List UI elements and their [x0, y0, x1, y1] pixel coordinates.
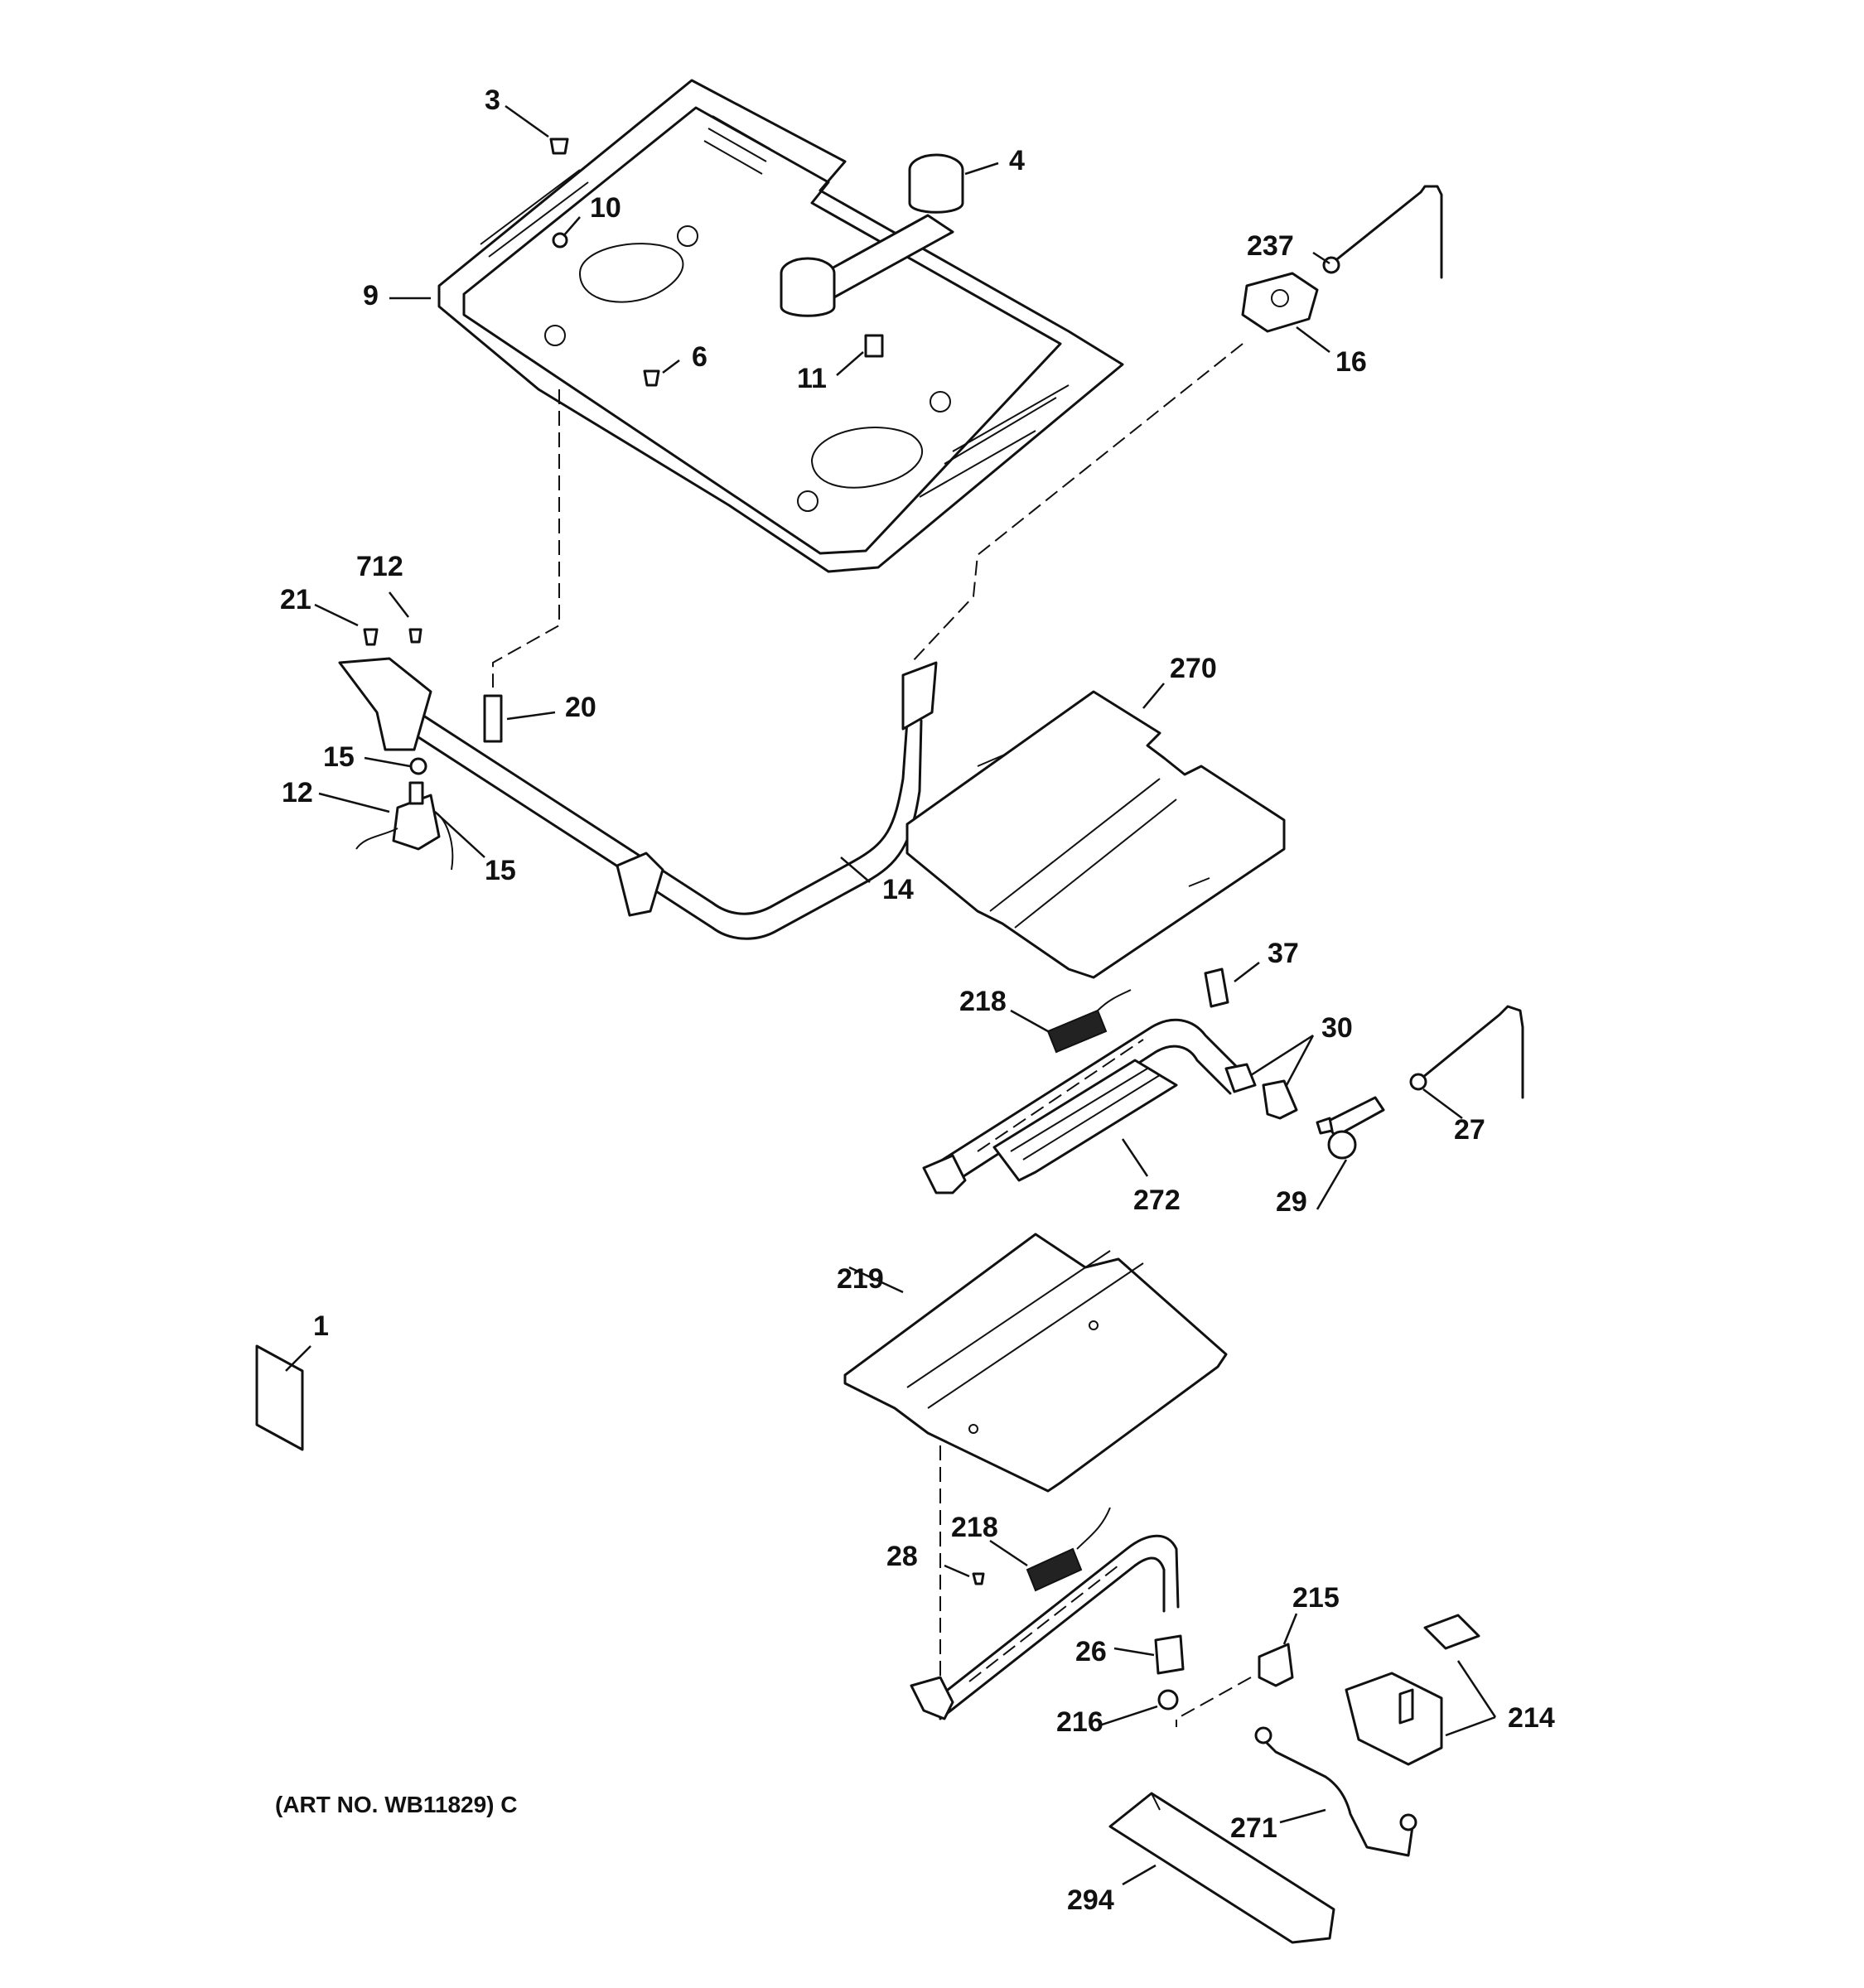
washer-part-216: [1157, 1689, 1179, 1711]
screw-part-6: [643, 369, 660, 387]
label-part-21: 21: [280, 584, 311, 615]
burner-channel-part-272: [992, 1059, 1178, 1182]
burner-cover-part-270: [905, 690, 1286, 979]
label-part-16: 16: [1335, 346, 1367, 378]
label-part-1: 1: [313, 1310, 329, 1342]
screw-part-28: [972, 1572, 985, 1585]
label-part-30: 30: [1321, 1012, 1353, 1044]
part-labels: 3 4 10 237 9 16 6 11 712 21 20 270 15 12…: [280, 84, 1555, 1916]
leader-lines: [285, 104, 1497, 1886]
label-part-237: 237: [1247, 230, 1294, 262]
orifice-part-20: [483, 694, 503, 743]
label-part-15b: 15: [485, 855, 516, 886]
label-part-20: 20: [565, 692, 596, 723]
valve-part-29: [1316, 1096, 1385, 1160]
label-part-27: 27: [1454, 1114, 1485, 1146]
label-part-10: 10: [590, 192, 621, 224]
label-part-11: 11: [797, 363, 827, 394]
fitting-part-30: [1224, 1063, 1298, 1120]
literature-part-1: [255, 1344, 304, 1451]
label-part-294: 294: [1067, 1884, 1114, 1916]
valve-part-16: [1241, 272, 1319, 333]
label-part-28: 28: [886, 1541, 918, 1572]
washer-part-15a: [409, 757, 427, 775]
igniter-part-218a: [1046, 989, 1132, 1054]
label-part-216: 216: [1056, 1706, 1103, 1738]
label-part-9: 9: [363, 280, 379, 311]
label-part-272: 272: [1133, 1185, 1181, 1216]
screw-part-712: [408, 628, 423, 644]
regulator-part-214: [1345, 1614, 1480, 1766]
label-part-12: 12: [282, 777, 313, 808]
burner-cover-part-219: [843, 1233, 1228, 1493]
label-part-29: 29: [1276, 1186, 1307, 1218]
label-part-218b: 218: [951, 1512, 998, 1543]
burner-box-part-9: [437, 79, 1124, 573]
label-part-15a: 15: [323, 741, 355, 773]
art-number: (ART NO. WB11829) C: [275, 1792, 518, 1817]
bracket-part-215: [1258, 1643, 1294, 1687]
bracket-part-294: [1108, 1792, 1335, 1944]
tube-part-237: [1328, 185, 1443, 279]
lower-burner-tube: [910, 1534, 1180, 1720]
tube-part-271: [1258, 1734, 1414, 1857]
valve-part-12: [355, 781, 454, 871]
washer-part-10: [552, 232, 568, 248]
label-part-271: 271: [1230, 1812, 1277, 1844]
burner-tube-assembly: [922, 1018, 1240, 1194]
label-part-14: 14: [882, 874, 914, 905]
label-part-3: 3: [485, 84, 500, 116]
label-part-218a: 218: [959, 986, 1007, 1017]
label-part-37: 37: [1268, 938, 1299, 969]
label-part-214: 214: [1508, 1702, 1555, 1734]
label-part-712: 712: [356, 551, 403, 582]
tube-part-27: [1417, 1005, 1524, 1099]
label-part-6: 6: [692, 341, 707, 373]
screw-part-3: [549, 138, 569, 155]
fitting-part-26: [1154, 1634, 1185, 1675]
label-part-26: 26: [1075, 1636, 1107, 1667]
label-part-215: 215: [1292, 1582, 1340, 1614]
label-part-4: 4: [1009, 145, 1025, 176]
label-part-219: 219: [837, 1263, 884, 1295]
label-part-270: 270: [1170, 653, 1217, 684]
clip-part-11: [864, 334, 884, 358]
bracket-part-37: [1204, 967, 1229, 1008]
screw-part-21: [363, 628, 379, 646]
igniter-part-218b: [1026, 1507, 1111, 1592]
igniter-assembly-part-4: [780, 153, 964, 317]
